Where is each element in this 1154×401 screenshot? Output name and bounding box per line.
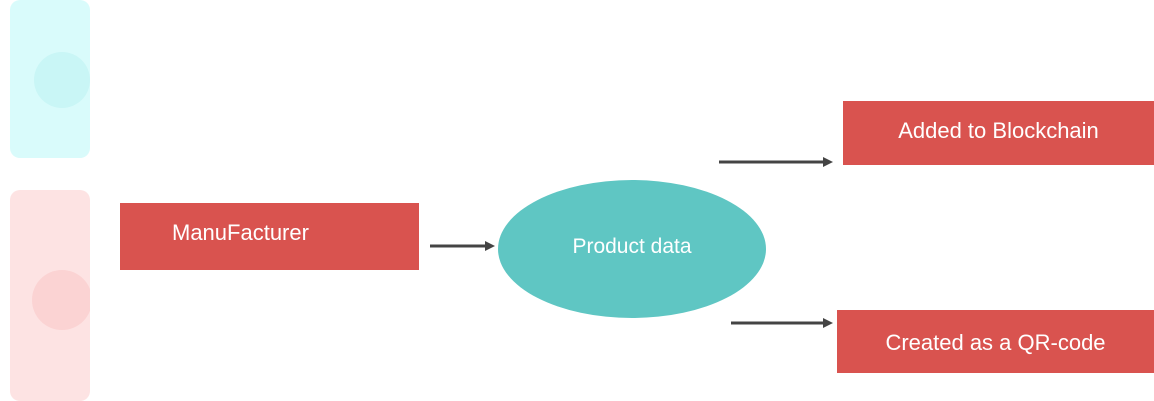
blockchain-node: Added to Blockchain [843, 101, 1154, 165]
product-data-label: Product data [572, 235, 692, 258]
watermark-logo [10, 0, 90, 401]
manufacturer-label: ManuFacturer [172, 219, 309, 245]
product-data-node: Product data [498, 180, 766, 318]
qrcode-label: Created as a QR-code [885, 329, 1106, 355]
qrcode-node: Created as a QR-code [837, 310, 1154, 373]
manufacturer-node: ManuFacturer [120, 203, 419, 270]
blockchain-label: Added to Blockchain [898, 118, 1099, 143]
